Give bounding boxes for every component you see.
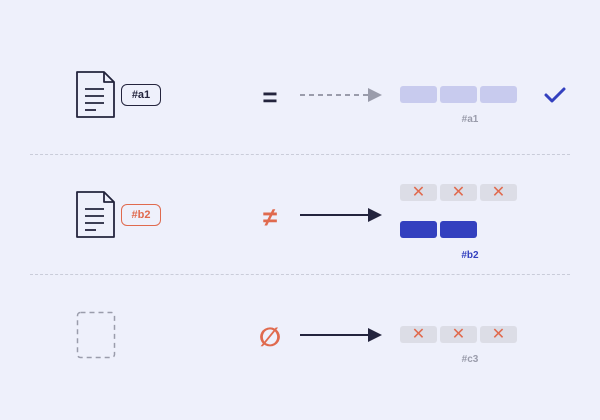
empty-set-operator: ∅: [258, 322, 282, 352]
output-block: [440, 86, 477, 103]
cross-icon: ✕: [451, 326, 466, 343]
solid-arrow: [300, 328, 382, 342]
output-block: [480, 86, 517, 103]
document-icon: [76, 71, 115, 118]
rejected-block: ✕: [480, 184, 517, 201]
cross-icon: ✕: [491, 184, 506, 201]
checkmark-icon: [544, 87, 566, 103]
row-divider: [30, 154, 570, 155]
source-badge: #b2: [121, 204, 161, 226]
cross-icon: ✕: [491, 326, 506, 343]
solid-arrow: [300, 208, 382, 222]
source-badge: #a1: [121, 84, 161, 106]
output-block: [400, 86, 437, 103]
equals-operator: =: [262, 82, 278, 112]
rejected-block: ✕: [400, 326, 437, 343]
row-divider: [30, 274, 570, 275]
output-block: [440, 221, 477, 238]
not-equal-operator: ≠: [262, 202, 278, 232]
output-caption: #a1: [461, 114, 479, 125]
empty-document-icon: [76, 311, 116, 359]
document-icon: [76, 191, 115, 238]
rejected-block: ✕: [440, 326, 477, 343]
output-caption: #b2: [461, 250, 479, 261]
cross-icon: ✕: [451, 184, 466, 201]
rejected-block: ✕: [400, 184, 437, 201]
rejected-block: ✕: [480, 326, 517, 343]
output-block: [400, 221, 437, 238]
cross-icon: ✕: [411, 184, 426, 201]
cross-icon: ✕: [411, 326, 426, 343]
rejected-block: ✕: [440, 184, 477, 201]
dashed-arrow: [300, 88, 382, 102]
output-caption: #c3: [461, 354, 479, 365]
